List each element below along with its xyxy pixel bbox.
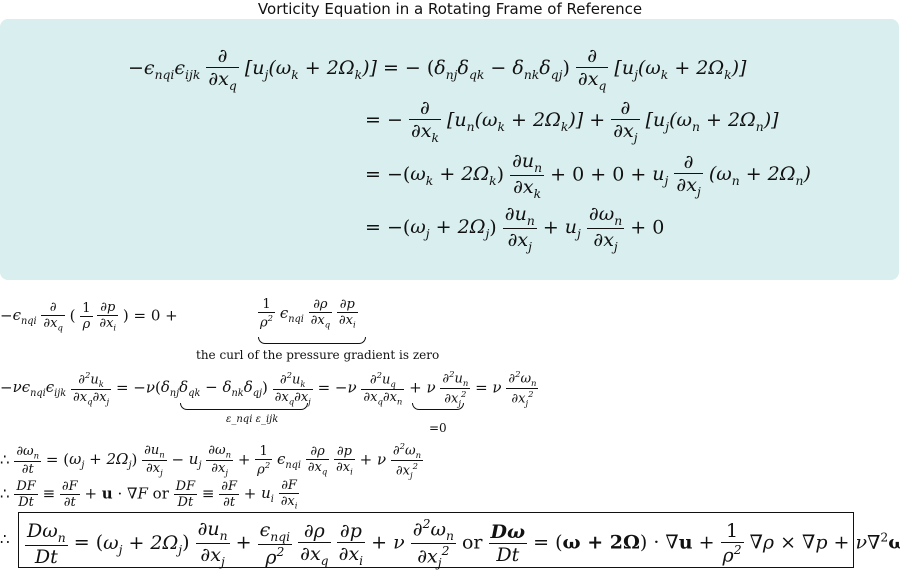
epsilon-note: ε_nqi ε_ijk (226, 414, 279, 425)
underbrace-delta (180, 403, 308, 410)
therefore-symbol: ∴ (0, 484, 10, 503)
therefore-line-1: ∴ ∂ωn∂t = (ωj + 2Ωj) ∂un∂xj − uj ∂ωn∂xj … (0, 441, 423, 480)
or-word: or (152, 484, 169, 503)
viscous-term-line: −νϵnqiϵijk ∂2uk∂xq∂xj = −ν(δnjδqk − δnkδ… (0, 369, 539, 408)
page-title: Vorticity Equation in a Rotating Frame o… (257, 0, 643, 18)
derivation-box: −ϵnqiϵijk ∂∂xq [uj(ωk + 2Ωk)] = − (δnjδq… (0, 19, 899, 280)
therefore-symbol: ∴ (0, 450, 10, 469)
underbrace-zero (412, 403, 464, 410)
pressure-note: the curl of the pressure gradient is zer… (196, 348, 440, 362)
underbrace-pressure (258, 337, 366, 344)
derivation-line-1: −ϵnqiϵijk ∂∂xq [uj(ωk + 2Ωk)] = − (δnjδq… (128, 45, 747, 93)
derivation-line-2: = − ∂∂xk [un(ωk + 2Ωk)] + ∂∂xj [uj(ωn + … (365, 97, 779, 145)
zero-note: =0 (429, 421, 447, 435)
derivation-line-3: = −(ωk + 2Ωk) ∂un∂xk + 0 + 0 + uj ∂∂xj (… (365, 150, 811, 201)
derivation-line-4: = −(ωj + 2Ωj) ∂un∂xj + uj ∂ωn∂xj + 0 (365, 203, 665, 254)
therefore-symbol-result: ∴ (0, 530, 10, 548)
or-word: or (461, 531, 483, 554)
